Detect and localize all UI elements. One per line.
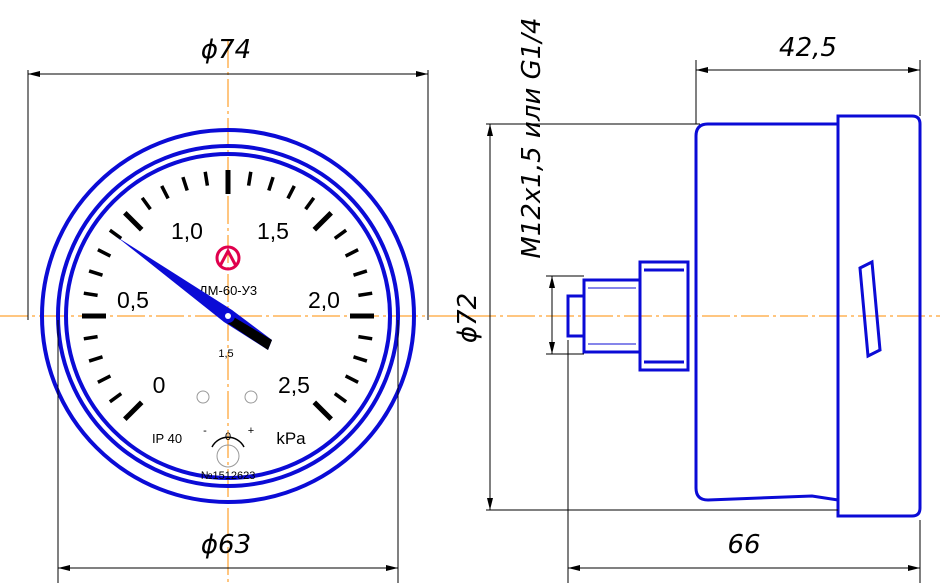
- minor-tick: [358, 334, 373, 341]
- minor-tick: [352, 355, 368, 363]
- model-label: ДМ-60-У3: [199, 283, 257, 298]
- thread-label: M12x1,5 или G1/4: [517, 17, 547, 258]
- minor-tick: [286, 185, 296, 200]
- accuracy-class: 1,5: [218, 348, 233, 360]
- scale-label-0: 0: [153, 372, 166, 398]
- minor-tick: [108, 228, 123, 240]
- minor-tick: [267, 176, 275, 192]
- serial-number: №1512623: [201, 470, 256, 482]
- scale-label-0-5: 0,5: [117, 287, 149, 313]
- minor-tick: [304, 196, 316, 211]
- minor-tick: [140, 196, 152, 211]
- front-view: 0 0,5 1,0 1,5 2,0 2,5 ДМ-60-У3 1,5 IP 40…: [0, 35, 468, 583]
- gauge-needle: [117, 237, 272, 350]
- major-tick: [312, 400, 333, 421]
- major-tick: [312, 211, 333, 232]
- scale-label-1-0: 1,0: [171, 218, 203, 244]
- minor-tick: [88, 269, 104, 277]
- major-tick: [123, 400, 144, 421]
- zero-adjust: - 0 +: [203, 425, 254, 468]
- manufacturer-logo: [215, 245, 241, 271]
- depth-total-label: 66: [727, 530, 760, 560]
- minor-tick: [108, 392, 123, 404]
- dim-dial-diameter: [57, 320, 399, 583]
- minor-tick: [97, 374, 112, 384]
- minor-tick: [344, 374, 359, 384]
- ip-rating: IP 40: [152, 431, 182, 446]
- minor-tick: [181, 176, 189, 192]
- minor-tick: [333, 228, 348, 240]
- minor-tick: [203, 171, 210, 186]
- outer-diameter-label: ϕ74: [201, 35, 251, 65]
- minor-tick: [352, 269, 368, 277]
- minor-tick: [160, 185, 170, 200]
- vent-hole-right: [244, 390, 258, 404]
- minor-tick: [88, 355, 104, 363]
- minor-tick: [246, 171, 253, 186]
- minor-tick: [358, 291, 373, 298]
- scale-label-2-0: 2,0: [308, 287, 340, 313]
- dial-diameter-label: ϕ63: [201, 530, 251, 560]
- dim-depth-front: [695, 60, 921, 124]
- zero-adjust-minus: -: [203, 425, 207, 437]
- vent-hole-left: [196, 390, 210, 404]
- scale-label-1-5: 1,5: [257, 218, 289, 244]
- minor-tick: [97, 248, 112, 258]
- case-diameter-label: ϕ72: [453, 293, 483, 343]
- minor-tick: [83, 291, 98, 298]
- side-view: 42,5 66 ϕ72 M12x1,5 или G1/4: [453, 17, 940, 583]
- case-body: [694, 114, 922, 518]
- depth-front-label: 42,5: [779, 33, 837, 63]
- minor-tick: [344, 248, 359, 258]
- bezel: [40, 128, 416, 504]
- dim-thread: [546, 275, 584, 355]
- dim-outer-diameter: [27, 70, 429, 320]
- major-tick: [123, 211, 144, 232]
- zero-adjust-zero: 0: [225, 431, 231, 443]
- pipe-fitting: [566, 260, 690, 372]
- scale-ticks: [82, 170, 374, 421]
- minor-tick: [83, 334, 98, 341]
- dim-case-diameter: [486, 123, 838, 511]
- scale-label-2-5: 2,5: [278, 372, 310, 398]
- minor-tick: [333, 392, 348, 404]
- zero-adjust-plus: +: [248, 425, 254, 437]
- dim-depth-total: [567, 340, 921, 583]
- thread-hatching: [588, 287, 636, 345]
- unit-label: kPa: [276, 429, 306, 448]
